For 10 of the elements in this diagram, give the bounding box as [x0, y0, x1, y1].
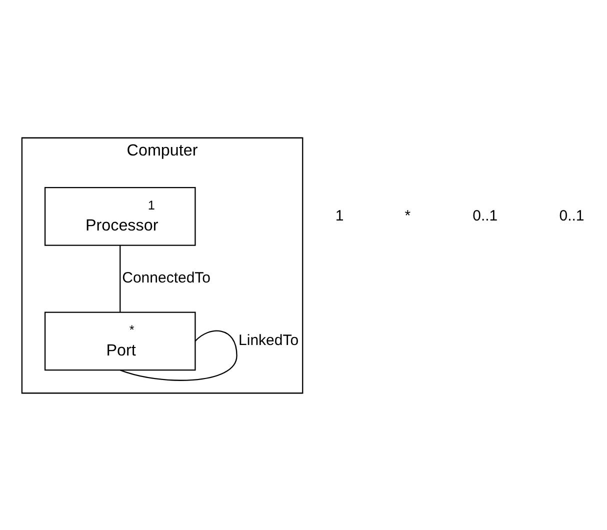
edge-label: ConnectedTo — [122, 269, 211, 286]
label: 0..1 — [559, 206, 584, 224]
label: 1 — [335, 206, 344, 224]
label: 0..1 — [472, 206, 498, 224]
connector — [120, 244, 121, 312]
label: * — [404, 206, 411, 224]
node-box: 1 Processor — [44, 186, 196, 246]
connector — [120, 330, 238, 380]
edge-label: LinkedTo — [238, 332, 299, 349]
node-box: * Port — [44, 311, 196, 370]
